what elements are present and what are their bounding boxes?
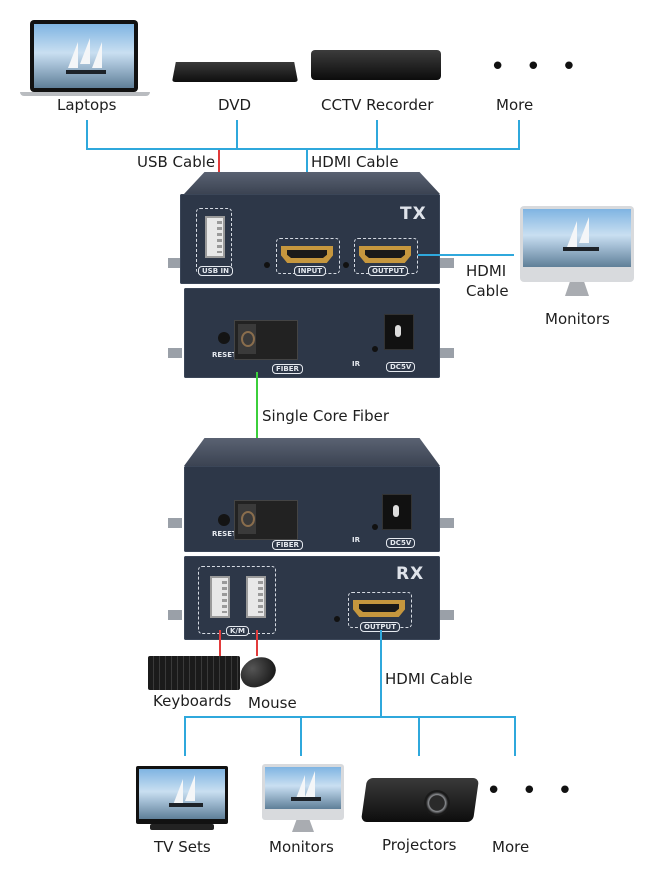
rx-ir-label: IR — [352, 536, 360, 544]
tx-hdmi-input-port[interactable] — [281, 246, 333, 263]
cctv-drop-line — [376, 120, 378, 150]
tv-sets-label: TV Sets — [154, 838, 211, 856]
rx-led — [334, 616, 340, 622]
tv-drop-line — [184, 716, 186, 756]
tx-flange-right-2 — [440, 348, 454, 358]
dvd-player-image — [172, 62, 298, 82]
display-bus-line — [184, 716, 516, 718]
tx-fiber-port[interactable] — [234, 320, 298, 360]
tx-flange-left — [168, 258, 182, 268]
projectors-label: Projectors — [382, 836, 457, 854]
more-dots-icon: • • • — [490, 52, 583, 82]
tx-unit-top — [184, 172, 440, 194]
rx-unit-front: RX K/M OUTPUT — [184, 556, 440, 640]
mouse-label: Mouse — [248, 694, 297, 712]
hdmi-side-label-2: Cable — [466, 282, 509, 300]
hdmi-cable-label-top: HDMI Cable — [311, 153, 399, 171]
monitors-label: Monitors — [269, 838, 334, 856]
rx-reset-button[interactable] — [218, 514, 230, 526]
more-drop-line — [518, 120, 520, 150]
tx-usb-in-label: USB IN — [198, 266, 233, 276]
rx-brand-label: RX — [396, 564, 425, 584]
rx-usb-port-1[interactable] — [210, 576, 230, 618]
rx-reset-label: RESET — [212, 530, 237, 538]
mouse-image — [235, 651, 281, 693]
rx-flange-right-2 — [440, 610, 454, 620]
rx-unit-top — [184, 438, 440, 466]
rx-hdmi-output-port[interactable] — [353, 600, 405, 617]
tx-unit-front: TX USB IN INPUT OUTPUT — [180, 194, 440, 284]
monitor-drop-line — [300, 716, 302, 756]
tx-reset-label: RESET — [212, 351, 237, 359]
tx-fiber-unit-front: RESET FIBER IR DC5V — [184, 288, 440, 378]
keyboards-label: Keyboards — [153, 692, 232, 710]
keyboard-cable-line — [219, 630, 221, 658]
keyboard-image — [148, 656, 240, 690]
rx-flange-left — [168, 518, 182, 528]
laptop-drop-line — [86, 120, 88, 150]
dvd-drop-line — [236, 120, 238, 150]
tx-dc5v-label: DC5V — [386, 362, 416, 372]
rx-km-label: K/M — [226, 626, 249, 636]
tx-usb-in-port[interactable] — [205, 216, 225, 258]
rx-flange-right — [440, 518, 454, 528]
rx-dc-power-port[interactable] — [382, 494, 412, 530]
more-displays-drop-line — [514, 716, 516, 756]
tx-dc-power-port[interactable] — [384, 314, 414, 350]
usb-cable-label: USB Cable — [137, 153, 216, 171]
tx-ir-label: IR — [352, 360, 360, 368]
tx-reset-button[interactable] — [218, 332, 230, 344]
more-displays-dots-icon: • • • — [486, 776, 579, 806]
rx-dc5v-label: DC5V — [386, 538, 416, 548]
hdmi-output-line — [418, 254, 514, 256]
tx-led — [264, 262, 270, 268]
tx-flange-left-2 — [168, 348, 182, 358]
rx-fiber-port[interactable] — [234, 500, 298, 540]
tx-ir-sensor — [372, 346, 378, 352]
hdmi-cable-label-bottom: HDMI Cable — [385, 670, 473, 688]
rx-usb-port-2[interactable] — [246, 576, 266, 618]
more-displays-label: More — [492, 838, 530, 856]
rx-fiber-label: FIBER — [272, 540, 303, 550]
tx-hdmi-output-port[interactable] — [359, 246, 411, 263]
hdmi-output-drop-line — [380, 630, 382, 718]
rx-ir-sensor — [372, 524, 378, 530]
hdmi-side-label-1: HDMI — [466, 262, 507, 280]
laptops-label: Laptops — [57, 96, 117, 114]
tx-output-label: OUTPUT — [368, 266, 408, 276]
tx-fiber-label: FIBER — [272, 364, 303, 374]
single-core-fiber-label: Single Core Fiber — [262, 407, 389, 425]
dvd-label: DVD — [218, 96, 252, 114]
source-bus-line — [86, 148, 520, 150]
mouse-cable-line — [256, 630, 258, 656]
more-sources-label: More — [496, 96, 534, 114]
tx-flange-right — [440, 258, 454, 268]
cctv-recorder-image — [311, 50, 441, 80]
tx-led-2 — [343, 262, 349, 268]
tx-brand-label: TX — [400, 204, 427, 224]
rx-fiber-unit-front: RESET FIBER IR DC5V — [184, 466, 440, 552]
cctv-recorder-label: CCTV Recorder — [321, 96, 434, 114]
tx-input-label: INPUT — [294, 266, 327, 276]
projector-drop-line — [418, 716, 420, 756]
side-monitor-label: Monitors — [545, 310, 610, 328]
rx-flange-left-2 — [168, 610, 182, 620]
